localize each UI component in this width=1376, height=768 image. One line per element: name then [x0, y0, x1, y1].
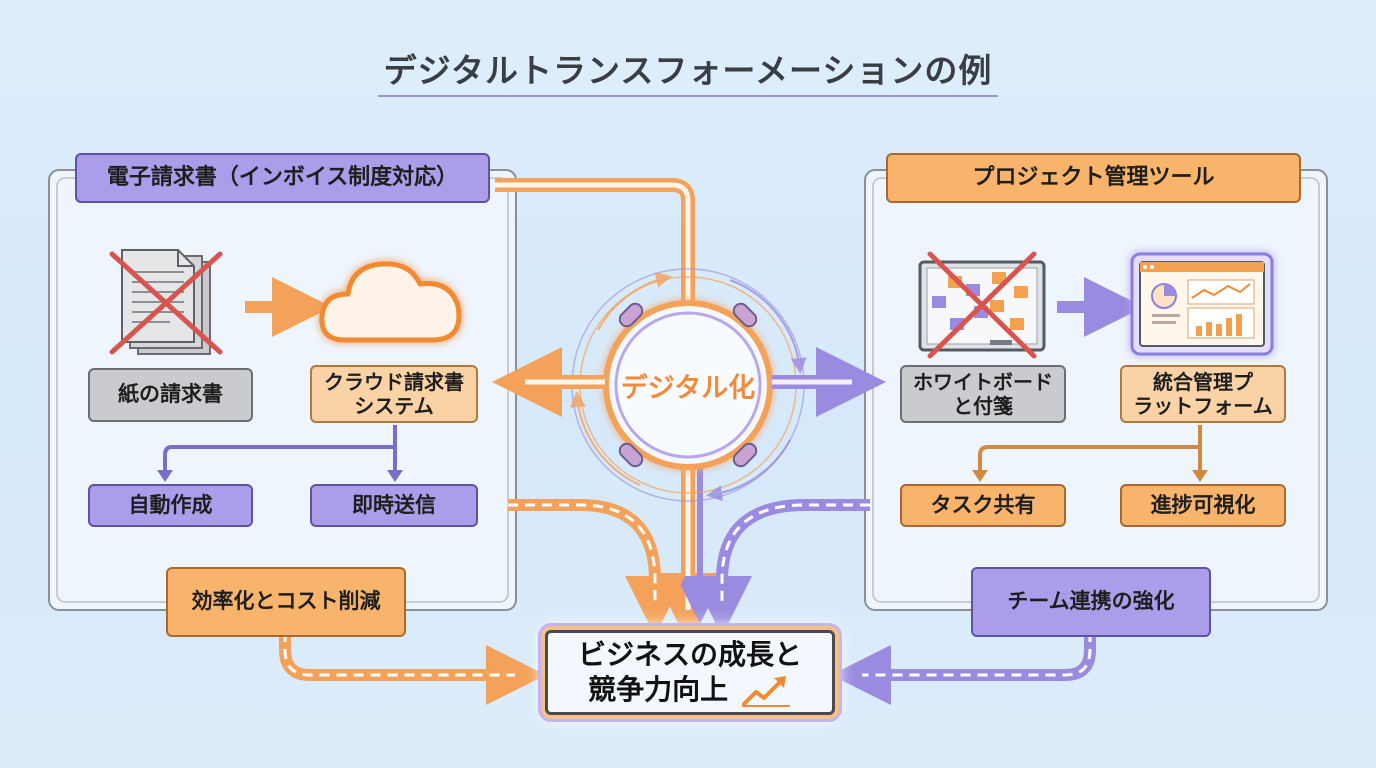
platform-label: 統合管理プ ラットフォーム	[1120, 365, 1286, 423]
page-title: デジタルトランスフォーメーションの例	[383, 51, 993, 90]
instant-send-label: 即時送信	[310, 484, 478, 527]
task-share-label: タスク共有	[900, 484, 1066, 527]
hub-label: デジタル化	[620, 373, 756, 404]
goal-box: ビジネスの成長と 競争力向上	[545, 630, 835, 715]
cloud-icon	[319, 261, 462, 343]
right-dashed-connector	[692, 499, 870, 636]
left-benefit-connector	[279, 632, 546, 705]
progress-visualize-label: 進捗可視化	[1120, 484, 1286, 527]
goal-line-1: ビジネスの成長と	[577, 638, 802, 671]
whiteboard-label: ホワイトボード と付箋	[900, 365, 1066, 423]
right-branch-head-1	[972, 470, 988, 482]
crossed-whiteboard-icon	[918, 251, 1046, 359]
title-underline	[378, 95, 998, 97]
growth-chart-icon	[741, 676, 790, 707]
right-benefit-connector	[831, 632, 1096, 705]
right-benefit-label: チーム連携の強化	[971, 567, 1211, 637]
crossed-paper-document-icon	[109, 249, 223, 355]
left-benefit-label: 効率化とコスト削減	[166, 567, 406, 637]
left-branch-head-1	[157, 470, 173, 482]
dashboard-tablet-icon	[1130, 252, 1274, 356]
left-panel-header: 電子請求書（インボイス制度対応）	[75, 153, 490, 203]
auto-create-label: 自動作成	[88, 484, 253, 527]
right-branch-head-2	[1192, 470, 1208, 482]
cloud-invoice-label: クラウド請求書 システム	[310, 365, 478, 423]
goal-line-2: 競争力向上	[588, 673, 729, 706]
right-panel-header: プロジェクト管理ツール	[886, 153, 1301, 203]
left-dashed-connector	[508, 499, 685, 636]
paper-invoice-label: 紙の請求書	[88, 368, 253, 422]
left-branch-head-2	[387, 470, 403, 482]
orange-main-connector	[495, 178, 723, 643]
